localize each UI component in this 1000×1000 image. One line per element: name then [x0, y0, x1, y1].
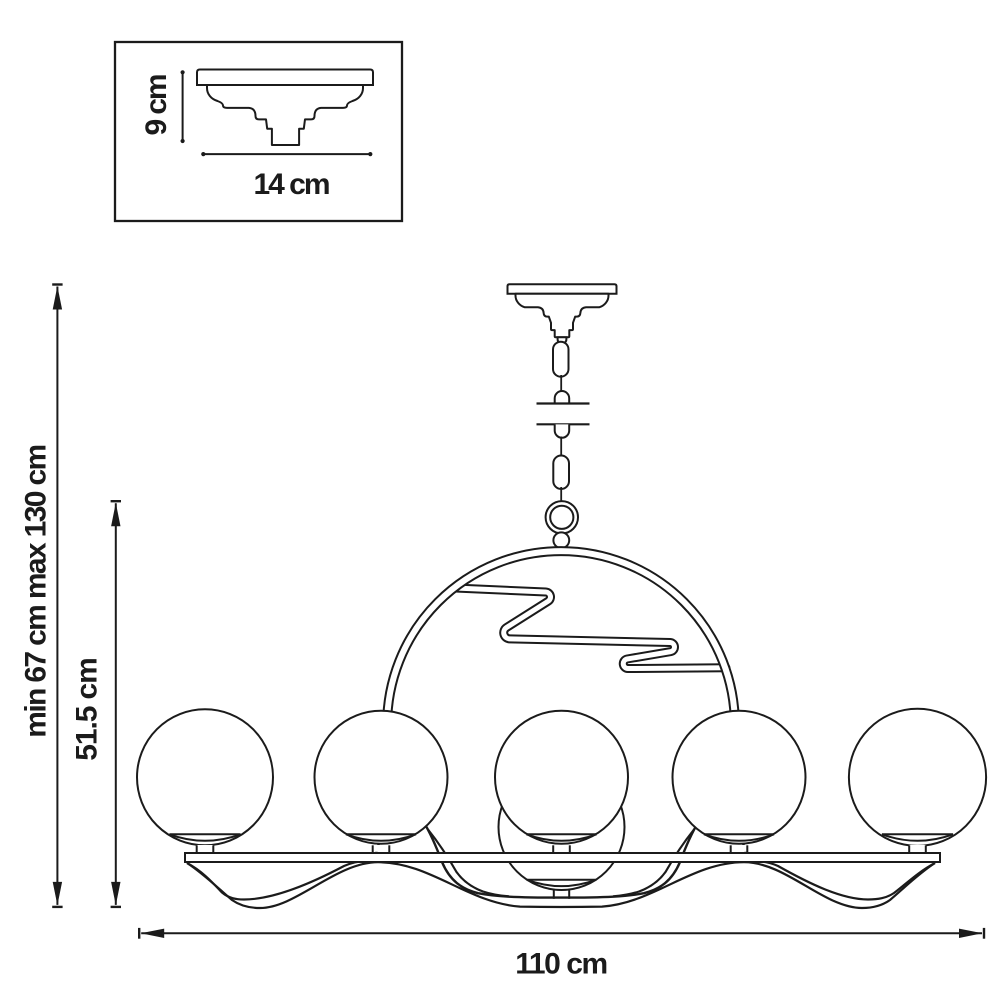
svg-text:14 cm: 14 cm	[253, 168, 328, 201]
svg-text:51.5 cm: 51.5 cm	[71, 658, 104, 760]
svg-text:min 67 cm max 130 cm: min 67 cm max 130 cm	[20, 445, 53, 737]
svg-text:110 cm: 110 cm	[515, 947, 606, 980]
svg-text:9 cm: 9 cm	[140, 75, 173, 135]
